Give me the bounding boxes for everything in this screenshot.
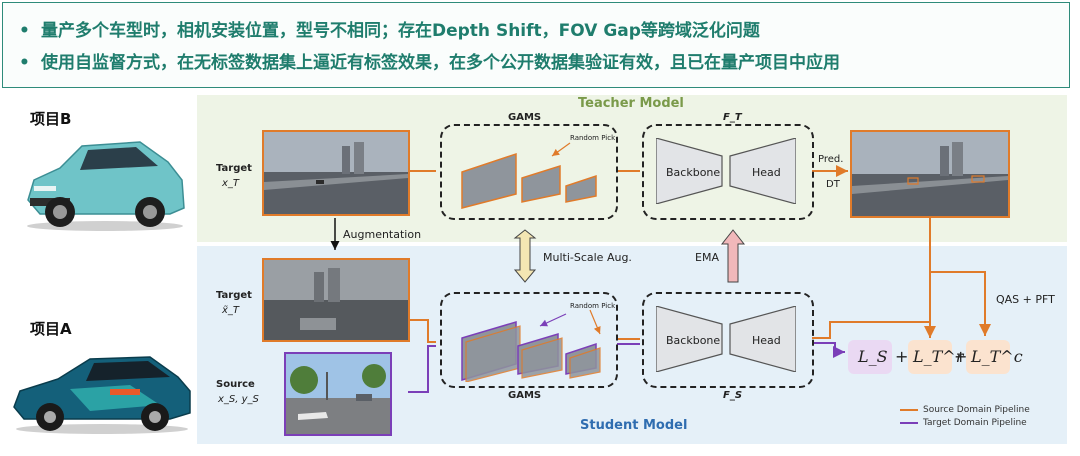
teacher-gams-images [461,152,597,209]
legend-source-item: Source Domain Pipeline [900,405,1030,415]
bullet-line-2: • 使用自监督方式，在无标签数据集上逼近有标签效果，在多个公开数据集验证有效，且已… [19,48,840,73]
project-a-label: 项目A [30,320,72,338]
teacher-network-shape [656,138,796,204]
teacher-gams-label: GAMS [508,112,542,123]
teacher-network-box [642,124,814,220]
teacher-head-label: Head [752,166,781,179]
project-b-label: 项目B [30,110,72,128]
student-gams-label: GAMS [508,390,542,401]
project-a-car-image [13,356,191,434]
source-label: Source [216,379,255,390]
legend-target-item: Target Domain Pipeline [900,418,1027,428]
student-model-symbol: F_S [723,390,743,401]
pred-label: Pred. [818,154,844,165]
student-backbone-label: Backbone [666,334,721,347]
student-model-title: Student Model [580,418,688,433]
student-head-label: Head [752,334,781,347]
multi-scale-aug-label: Multi-Scale Aug. [543,251,632,264]
plus-sign-2: + [954,347,968,366]
qas-pft-label: QAS + PFT [996,293,1055,306]
dt-label: DT [826,179,840,190]
bullet-marker: • [19,21,30,41]
loss-target-r-label: L_T^r [913,347,964,366]
teacher-target-symbol: x_T [222,178,240,189]
project-b-car-image [27,141,185,231]
loss-target-c-box [966,340,1010,374]
student-target-symbol: x̃_T [222,305,240,316]
student-gams-images [461,320,601,382]
source-symbol: x_S, y_S [218,394,259,405]
legend-target-text: Target Domain Pipeline [923,418,1027,428]
loss-target-c-label: L_T^c [971,347,1023,366]
loss-source-label: L_S [858,347,888,366]
loss-source-box [848,340,892,374]
source-image [284,352,392,436]
teacher-gams-box [440,124,618,220]
bullet-marker: • [19,53,30,73]
teacher-target-image [262,130,410,216]
student-network-shape [656,306,796,372]
teacher-prediction-image [850,130,1010,218]
loss-target-r-box [908,340,952,374]
student-target-image [262,258,410,342]
student-random-pick-label: Random Pick [570,302,616,310]
student-gams-box [440,292,618,388]
teacher-backbone-label: Backbone [666,166,721,179]
student-network-box [642,292,814,388]
teacher-random-pick-label: Random Pick [570,134,616,142]
teacher-model-title: Teacher Model [578,96,684,111]
bullet-text-1: 量产多个车型时，相机安装位置，型号不相同；存在Depth Shift，FOV G… [41,21,760,41]
teacher-model-symbol: F_T [723,112,742,123]
header-banner: • 量产多个车型时，相机安装位置，型号不相同；存在Depth Shift，FOV … [2,2,1070,88]
legend-source-swatch [900,408,918,411]
augmentation-label: Augmentation [343,228,422,241]
bullet-line-1: • 量产多个车型时，相机安装位置，型号不相同；存在Depth Shift，FOV … [19,16,760,41]
student-target-label: Target [216,290,252,301]
ema-label: EMA [695,251,719,264]
legend-source-text: Source Domain Pipeline [923,405,1030,415]
teacher-target-label: Target [216,163,252,174]
bullet-text-2: 使用自监督方式，在无标签数据集上逼近有标签效果，在多个公开数据集验证有效，且已在… [41,53,840,73]
legend-target-swatch [900,421,918,424]
plus-sign-1: + [895,347,909,366]
